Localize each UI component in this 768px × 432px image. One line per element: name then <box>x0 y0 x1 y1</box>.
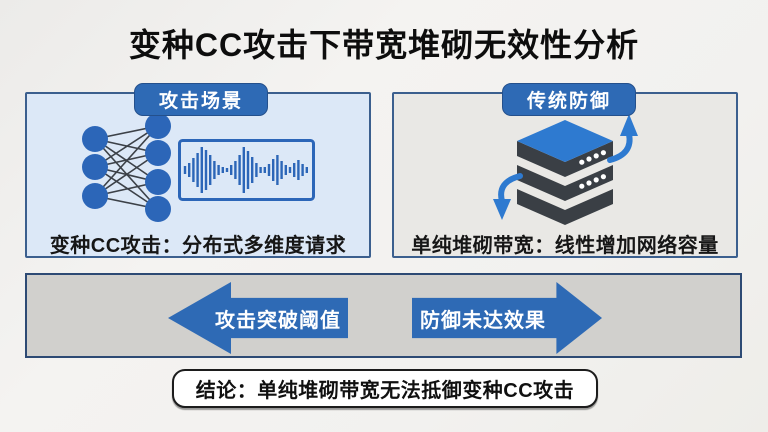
attack-arrow-label: 攻击突破阈值 <box>215 309 341 332</box>
conclusion-box: 结论：单纯堆砌带宽无法抵御变种CC攻击 <box>172 369 598 408</box>
waveform-icon <box>178 139 315 201</box>
comparison-band: 攻击突破阈值 防御未达效果 <box>25 273 742 358</box>
defense-panel <box>392 92 738 258</box>
defense-caption: 单纯堆砌带宽：线性增加网络容量 <box>411 235 719 257</box>
attack-badge: 攻击场景 <box>134 83 268 116</box>
defense-badge: 传统防御 <box>502 83 636 116</box>
server-stack-icon <box>493 114 638 225</box>
scale-up-arrow-icon <box>607 114 638 163</box>
slide-title: 变种CC攻击下带宽堆砌无效性分析 <box>128 27 640 63</box>
neural-network-icon <box>82 113 171 222</box>
scale-down-arrow-icon <box>493 173 523 220</box>
conclusion-text: 结论：单纯堆砌带宽无法抵御变种CC攻击 <box>195 380 575 402</box>
defense-ineffective-arrow: 防御未达效果 <box>412 282 602 354</box>
defense-arrow-label: 防御未达效果 <box>420 309 546 332</box>
attack-breakthrough-arrow: 攻击突破阈值 <box>168 282 348 354</box>
attack-caption: 变种CC攻击：分布式多维度请求 <box>49 235 347 257</box>
